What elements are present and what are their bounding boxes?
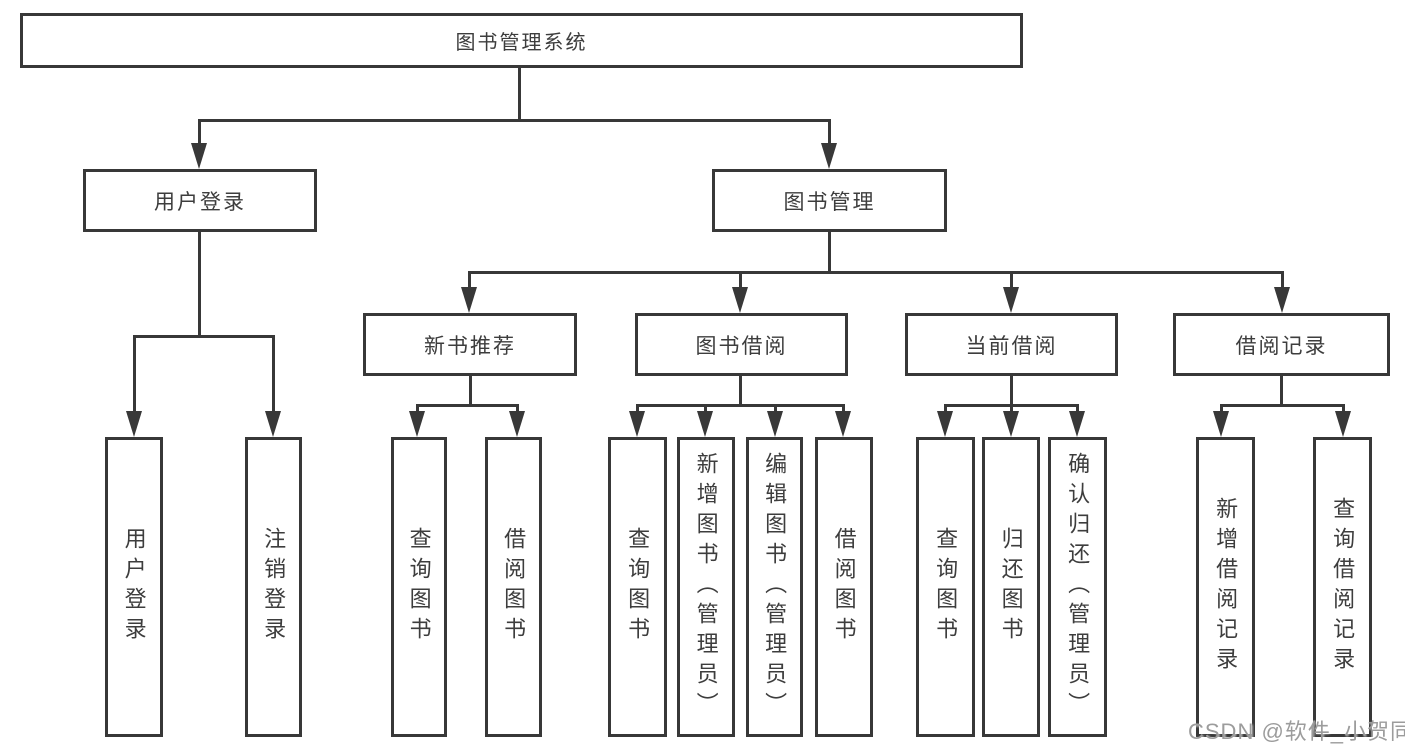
arrowhead-down bbox=[1003, 287, 1019, 313]
arrowhead-down bbox=[732, 287, 748, 313]
node-label: 归还图书 bbox=[998, 527, 1024, 647]
connector-line bbox=[1280, 376, 1283, 405]
connector-line bbox=[1010, 405, 1013, 415]
arrowhead-down bbox=[835, 411, 851, 437]
arrowhead-down bbox=[126, 411, 142, 437]
node-label: 借阅图书 bbox=[831, 527, 857, 647]
leaf-confirm-return-admin: 确认归还（管理员） bbox=[1048, 437, 1107, 737]
arrowhead-down bbox=[697, 411, 713, 437]
arrowhead-down bbox=[1335, 411, 1351, 437]
arrowhead-down bbox=[509, 411, 525, 437]
connector-line bbox=[198, 119, 831, 122]
connector-line bbox=[1220, 405, 1223, 415]
connector-line bbox=[416, 405, 419, 415]
csdn-watermark: CSDN @软件_小贺同学 bbox=[1188, 719, 1405, 744]
node-label: 确认归还（管理员） bbox=[1065, 452, 1091, 722]
node-book-borrowing: 图书借阅 bbox=[635, 313, 848, 376]
connector-line bbox=[1010, 376, 1013, 405]
connector-line bbox=[774, 405, 777, 415]
node-label: 新书推荐 bbox=[424, 334, 516, 358]
node-borrowing-records: 借阅记录 bbox=[1173, 313, 1390, 376]
node-label: 查询图书 bbox=[625, 527, 651, 647]
node-label: 当前借阅 bbox=[965, 334, 1058, 358]
connector-line bbox=[272, 336, 275, 414]
connector-line bbox=[133, 336, 136, 414]
connector-line bbox=[704, 405, 707, 415]
node-label: 用户登录 bbox=[121, 527, 147, 647]
leaf-query-books-recommend: 查询图书 bbox=[391, 437, 447, 737]
connector-line bbox=[739, 272, 742, 290]
node-new-book-recommendation: 新书推荐 bbox=[363, 313, 577, 376]
connector-line bbox=[739, 376, 742, 405]
arrowhead-down bbox=[461, 287, 477, 313]
connector-line bbox=[828, 120, 831, 146]
leaf-add-borrow-record: 新增借阅记录 bbox=[1196, 437, 1255, 737]
arrowhead-down bbox=[767, 411, 783, 437]
leaf-borrow-books: 借阅图书 bbox=[815, 437, 873, 737]
node-user-login-branch: 用户登录 bbox=[83, 169, 317, 232]
connector-line bbox=[1342, 405, 1345, 415]
node-label: 图书管理系统 bbox=[455, 32, 588, 54]
connector-line bbox=[1281, 272, 1284, 290]
connector-line bbox=[842, 405, 845, 415]
node-label: 新增借阅记录 bbox=[1213, 497, 1239, 677]
connector-line bbox=[416, 404, 519, 407]
connector-line bbox=[468, 271, 1284, 274]
leaf-edit-books-admin: 编辑图书（管理员） bbox=[746, 437, 803, 737]
connector-line bbox=[133, 335, 275, 338]
node-label: 查询图书 bbox=[406, 527, 432, 647]
connector-line bbox=[198, 120, 201, 146]
arrowhead-down bbox=[1213, 411, 1229, 437]
node-label: 用户登录 bbox=[154, 190, 246, 214]
connector-line bbox=[636, 405, 639, 415]
arrowhead-down bbox=[821, 143, 837, 169]
leaf-query-books-borrowing: 查询图书 bbox=[608, 437, 667, 737]
node-book-management-system: 图书管理系统 bbox=[20, 13, 1023, 68]
connector-line bbox=[198, 232, 201, 336]
arrowhead-down bbox=[409, 411, 425, 437]
connector-line bbox=[636, 404, 845, 407]
connector-line bbox=[944, 405, 947, 415]
arrowhead-down bbox=[1274, 287, 1290, 313]
leaf-query-books-current: 查询图书 bbox=[916, 437, 975, 737]
connector-line bbox=[1220, 404, 1345, 407]
connector-line bbox=[828, 232, 831, 272]
node-label: 查询借阅记录 bbox=[1330, 497, 1356, 677]
node-label: 编辑图书（管理员） bbox=[762, 452, 788, 722]
arrowhead-down bbox=[629, 411, 645, 437]
leaf-borrow-books-recommend: 借阅图书 bbox=[485, 437, 542, 737]
connector-line bbox=[1076, 405, 1079, 415]
connector-line bbox=[516, 405, 519, 415]
node-label: 图书管理 bbox=[783, 190, 876, 214]
leaf-logout: 注销登录 bbox=[245, 437, 302, 737]
arrowhead-down bbox=[1069, 411, 1085, 437]
connector-line bbox=[469, 376, 472, 405]
leaf-query-borrow-record: 查询借阅记录 bbox=[1313, 437, 1372, 737]
node-book-management-branch: 图书管理 bbox=[712, 169, 947, 232]
arrowhead-down bbox=[265, 411, 281, 437]
connector-line bbox=[518, 68, 521, 120]
connector-line bbox=[468, 272, 471, 290]
arrowhead-down bbox=[1003, 411, 1019, 437]
arrowhead-down bbox=[937, 411, 953, 437]
node-label: 新增图书（管理员） bbox=[693, 452, 719, 722]
leaf-add-books-admin: 新增图书（管理员） bbox=[677, 437, 735, 737]
arrowhead-down bbox=[191, 143, 207, 169]
node-label: 查询图书 bbox=[933, 527, 959, 647]
node-current-borrowing: 当前借阅 bbox=[905, 313, 1118, 376]
leaf-user-login: 用户登录 bbox=[105, 437, 163, 737]
node-label: 图书借阅 bbox=[695, 334, 788, 358]
node-label: 注销登录 bbox=[261, 527, 287, 647]
connector-line bbox=[1010, 272, 1013, 290]
leaf-return-books: 归还图书 bbox=[982, 437, 1040, 737]
node-label: 借阅记录 bbox=[1235, 334, 1328, 358]
node-label: 借阅图书 bbox=[501, 527, 527, 647]
